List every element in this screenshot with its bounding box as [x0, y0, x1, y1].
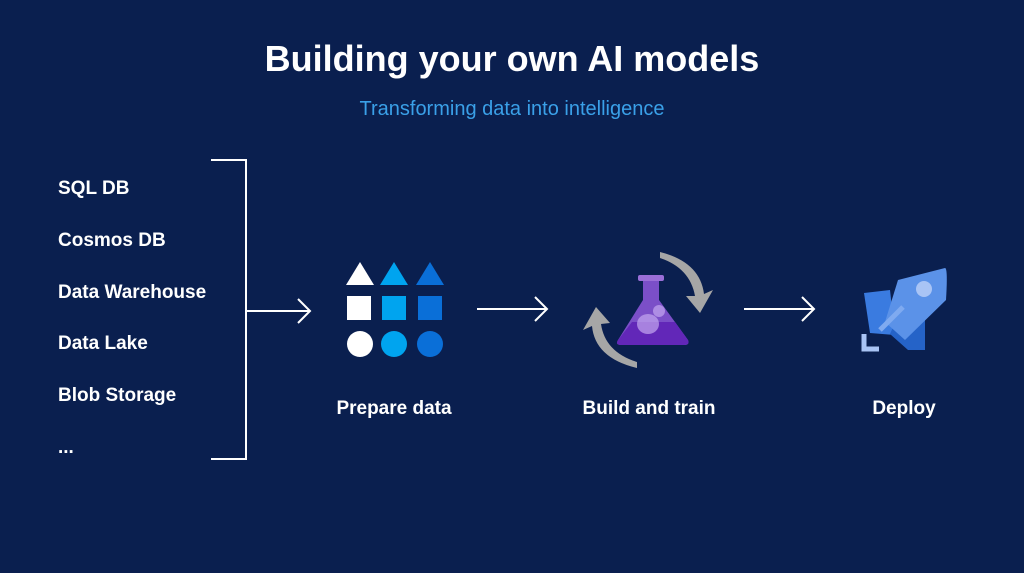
step-deploy: Deploy — [872, 398, 936, 419]
flask-icon — [617, 275, 689, 345]
bracket — [211, 159, 247, 460]
source-sql-db: SQL DB — [58, 178, 130, 199]
arrow-icon — [246, 296, 816, 324]
step-prepare-data: Prepare data — [336, 398, 452, 419]
source-more: ... — [58, 437, 74, 458]
source-data-warehouse: Data Warehouse — [58, 282, 207, 303]
step-build-and-train: Build and train — [582, 398, 716, 419]
source-data-lake: Data Lake — [58, 333, 148, 354]
rocket-icon — [861, 268, 947, 352]
prepare-data-icon — [346, 262, 444, 357]
page-subtitle: Transforming data into intelligence — [359, 98, 665, 120]
cycle-arrows-icon — [583, 252, 713, 368]
page-title: Building your own AI models — [264, 38, 760, 79]
source-blob-storage: Blob Storage — [58, 385, 177, 406]
source-cosmos-db: Cosmos DB — [58, 230, 166, 251]
